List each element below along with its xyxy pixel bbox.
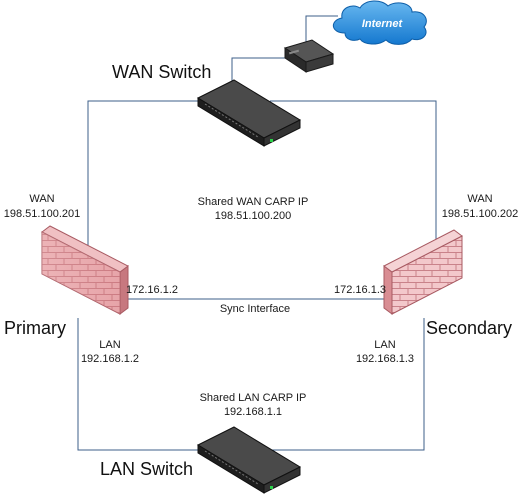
primary-lan-label: LAN — [99, 339, 120, 351]
link-internet-modem — [305, 15, 338, 48]
secondary-wan-label: WAN — [467, 193, 492, 205]
shared-lan-title: Shared LAN CARP IP — [200, 392, 307, 404]
primary-wan-ip: 198.51.100.201 — [4, 208, 80, 220]
wan-switch-icon — [196, 79, 302, 147]
secondary-lan-label: LAN — [374, 339, 395, 351]
secondary-wan-ip: 198.51.100.202 — [442, 208, 518, 220]
link-modem-wan-switch — [231, 57, 285, 86]
link-wan-switch-secondary — [270, 100, 437, 250]
primary-label: Primary — [4, 318, 66, 338]
secondary-firewall-icon — [383, 229, 463, 315]
sync-interface-label: Sync Interface — [220, 303, 290, 315]
modem-icon — [283, 39, 335, 73]
connection-lines — [77, 15, 437, 451]
wan-switch-label: WAN Switch — [112, 62, 211, 82]
link-secondary-lan-switch — [270, 318, 425, 451]
secondary-lan-ip: 192.168.1.3 — [356, 353, 414, 365]
link-primary-lan-switch — [77, 318, 200, 451]
primary-lan-ip: 192.168.1.2 — [81, 353, 139, 365]
primary-wan-label: WAN — [29, 193, 54, 205]
shared-lan-ip: 192.168.1.1 — [224, 406, 282, 418]
lan-switch-icon — [196, 426, 302, 494]
lan-switch-label: LAN Switch — [100, 459, 193, 479]
shared-wan-title: Shared WAN CARP IP — [198, 196, 309, 208]
secondary-sync-ip: 172.16.1.3 — [334, 284, 386, 296]
primary-sync-ip: 172.16.1.2 — [126, 284, 178, 296]
primary-firewall-icon — [41, 225, 129, 315]
internet-label: Internet — [362, 18, 404, 30]
secondary-label: Secondary — [426, 318, 512, 338]
shared-wan-ip: 198.51.100.200 — [215, 210, 291, 222]
internet-cloud-icon: Internet — [332, 0, 427, 45]
link-wan-switch-primary — [87, 100, 206, 250]
